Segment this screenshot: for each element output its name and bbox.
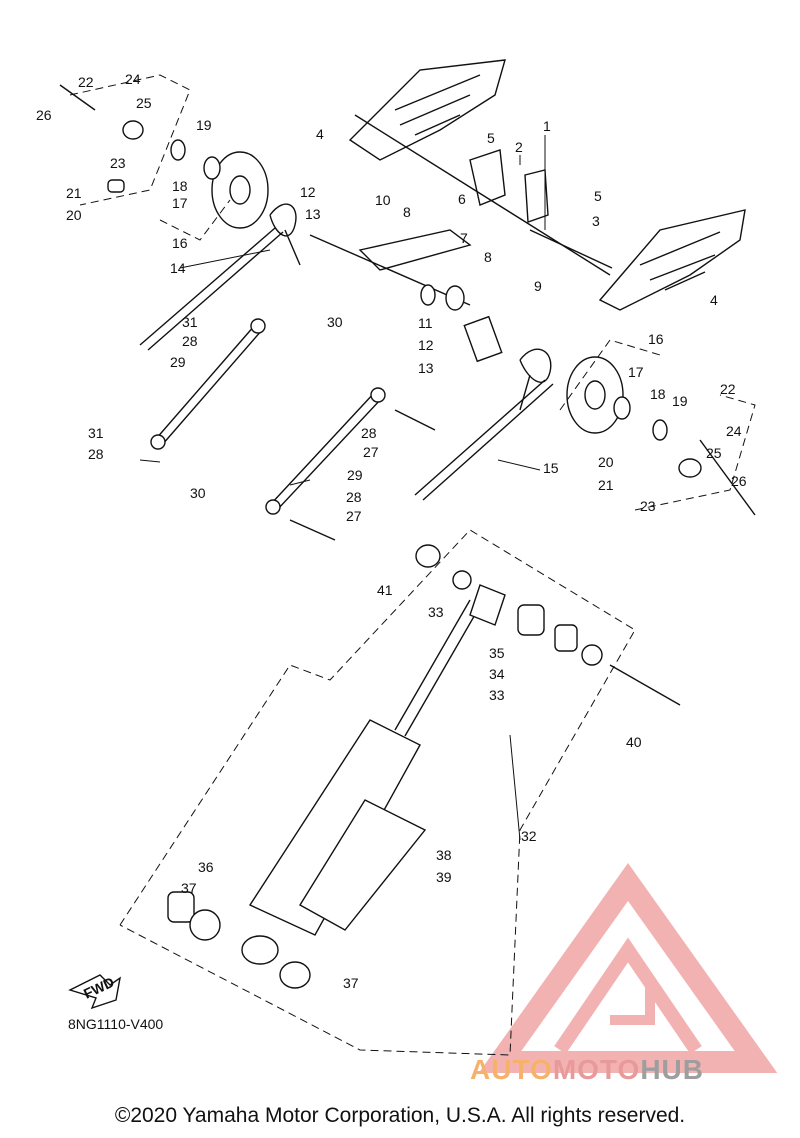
callout-6: 6: [458, 191, 466, 207]
callout-37: 37: [181, 880, 197, 896]
watermark-hub: HUB: [640, 1054, 704, 1085]
callout-19: 19: [196, 117, 212, 133]
callout-41: 41: [377, 582, 393, 598]
callout-3: 3: [592, 213, 600, 229]
diagram-code: 8NG1110-V400: [68, 1016, 164, 1032]
callout-20: 20: [598, 454, 614, 470]
callout-23: 23: [110, 155, 126, 171]
callout-30: 30: [190, 485, 206, 501]
callout-labels: 1 2 3 4 4 5 5 6 7 8 8 9 10 11 12 12 13 1…: [36, 71, 747, 991]
callout-32: 32: [521, 828, 537, 844]
callout-7: 7: [460, 230, 468, 246]
callout-8: 8: [403, 204, 411, 220]
callout-22: 22: [78, 74, 94, 90]
callout-33: 33: [428, 604, 444, 620]
watermark-text: AUTOMOTOHUB: [470, 1054, 704, 1086]
callout-17: 17: [628, 364, 644, 380]
callout-9: 9: [534, 278, 542, 294]
fwd-arrow: FWD: [68, 974, 121, 1010]
callout-12: 12: [418, 337, 434, 353]
callout-28: 28: [346, 489, 362, 505]
callout-10: 10: [375, 192, 391, 208]
callout-1: 1: [543, 118, 551, 134]
callout-4: 4: [316, 126, 324, 142]
callout-30: 30: [327, 314, 343, 330]
callout-23: 23: [640, 498, 656, 514]
callout-5: 5: [487, 130, 495, 146]
callout-31: 31: [182, 314, 198, 330]
callout-29: 29: [170, 354, 186, 370]
callout-13: 13: [305, 206, 321, 222]
callout-22: 22: [720, 381, 736, 397]
callout-18: 18: [650, 386, 666, 402]
callout-26: 26: [36, 107, 52, 123]
callout-17: 17: [172, 195, 188, 211]
callout-18: 18: [172, 178, 188, 194]
callout-16: 16: [172, 235, 188, 251]
callout-29: 29: [347, 467, 363, 483]
callout-35: 35: [489, 645, 505, 661]
automotohub-logo: [478, 863, 778, 1073]
callout-19: 19: [672, 393, 688, 409]
callout-4: 4: [710, 292, 718, 308]
callout-24: 24: [125, 71, 141, 87]
callout-31: 31: [88, 425, 104, 441]
callout-27: 27: [346, 508, 362, 524]
front-arm-assembly: [309, 114, 613, 363]
callout-25: 25: [136, 95, 152, 111]
group-boxes: [69, 74, 756, 1056]
leader-lines: [139, 135, 546, 841]
right-wheel-assembly: [414, 348, 756, 516]
watermark-auto: AUTO: [470, 1054, 553, 1085]
callout-38: 38: [436, 847, 452, 863]
link-arms: [150, 318, 436, 541]
callout-28: 28: [182, 333, 198, 349]
callout-8: 8: [484, 249, 492, 265]
watermark-moto: MOTO: [552, 1054, 641, 1085]
callout-26: 26: [731, 473, 747, 489]
callout-16: 16: [648, 331, 664, 347]
callout-27: 27: [363, 444, 379, 460]
callout-28: 28: [88, 446, 104, 462]
callout-20: 20: [66, 207, 82, 223]
callout-39: 39: [436, 869, 452, 885]
callout-21: 21: [598, 477, 614, 493]
callout-14: 14: [170, 260, 186, 276]
callout-34: 34: [489, 666, 505, 682]
callout-21: 21: [66, 185, 82, 201]
callout-2: 2: [515, 139, 523, 155]
callout-36: 36: [198, 859, 214, 875]
callout-5: 5: [594, 188, 602, 204]
callout-40: 40: [626, 734, 642, 750]
callout-25: 25: [706, 445, 722, 461]
slide-rails: [348, 59, 746, 311]
copyright-notice: ©2020 Yamaha Motor Corporation, U.S.A. A…: [114, 1104, 686, 1127]
callout-28: 28: [361, 425, 377, 441]
shock-absorber: [167, 544, 681, 989]
left-wheel-assembly: [59, 84, 301, 351]
callout-11: 11: [418, 315, 433, 331]
callout-15: 15: [543, 460, 559, 476]
callout-33: 33: [489, 687, 505, 703]
callout-37: 37: [343, 975, 359, 991]
callout-12: 12: [300, 184, 316, 200]
callout-24: 24: [726, 423, 742, 439]
callout-13: 13: [418, 360, 434, 376]
